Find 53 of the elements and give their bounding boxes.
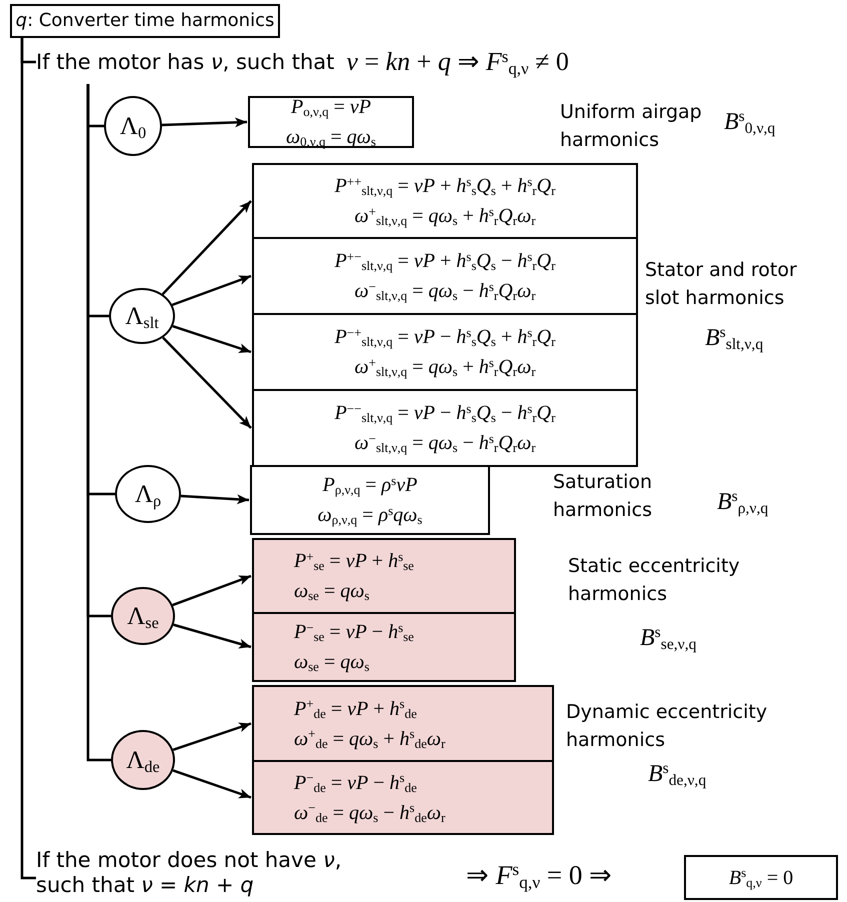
arrow — [172, 324, 252, 354]
permeance-circle — [109, 288, 175, 344]
arrow — [172, 769, 252, 799]
formula-box — [248, 96, 414, 148]
formula-box — [252, 760, 554, 835]
formula-box — [684, 855, 838, 900]
formula-text: P$^{−+}$$_{slt,ν,q}$ = νP − h$^{s}$$_{s}$Q$_{s}$ + h$^{s}$$_{r}$Q$_{r}$ — [334, 324, 556, 352]
formula-text: ω$^{−}$$_{de}$ = qω$_{s}$ − h$^{s}$$_{de}$ω$_{r}$ — [294, 799, 446, 827]
formula-text: B$^{s}$$_{q,ν}$ = 0 — [728, 864, 794, 892]
formula-box — [252, 685, 554, 762]
formula-text: ω$_{se}$ = qω$_{s}$ — [294, 650, 370, 676]
harmonic-label: Static eccentricity harmonics — [568, 554, 741, 607]
formula-text: P$^{++}$$_{slt,ν,q}$ = νP + h$^{s}$$_{s}$Q$_{s}$ + h$^{s}$$_{r}$Q$_{r}$ — [334, 172, 556, 200]
condition-text: If the motor does not have ν, such that ν = kn + q — [36, 848, 343, 898]
formula-box — [252, 389, 638, 467]
harmonic-label: Saturation harmonics — [553, 470, 654, 523]
formula-box — [252, 612, 516, 682]
formula-text: ω$_{ρ,ν,q}$ = ρ$^{s}$qω$_{s}$ — [318, 502, 422, 530]
formula-box — [252, 313, 638, 391]
formula-text: ω$^{+}$$_{slt,ν,q}$ = qω$_{s}$ + h$^{s}$$_{r}$Q$_{r}$ω$_{r}$ — [354, 354, 536, 382]
arrow — [162, 117, 248, 128]
arrow — [172, 722, 252, 751]
permeance-symbol: Λ$_{se}$ — [127, 604, 159, 628]
formula-text: ω$^{−}$$_{slt,ν,q}$ = qω$_{s}$ − h$^{s}$$_{r}$Q$_{r}$ω$_{r}$ — [354, 430, 536, 458]
title-text: q: Converter time harmonics — [16, 12, 274, 30]
permeance-symbol: Λ$_{de}$ — [126, 748, 160, 772]
formula-text: ω$^{+}$$_{de}$ = qω$_{s}$ + h$^{s}$$_{de}$ω$_{r}$ — [294, 725, 446, 753]
formula-text: ω$^{−}$$_{slt,ν,q}$ = qω$_{s}$ − h$^{s}$$_{r}$Q$_{r}$ω$_{r}$ — [354, 278, 536, 306]
formula-text: P$^{+−}$$_{slt,ν,q}$ = νP + h$^{s}$$_{s}$Q$_{s}$ − h$^{s}$$_{r}$Q$_{r}$ — [334, 248, 556, 276]
formula-text: P$^{−−}$$_{slt,ν,q}$ = νP − h$^{s}$$_{s}$Q$_{s}$ − h$^{s}$$_{r}$Q$_{r}$ — [334, 400, 556, 428]
formula-box — [252, 237, 638, 315]
arrow — [172, 274, 252, 306]
harmonic-label: Dynamic eccentricity harmonics — [566, 700, 768, 753]
formula-text: P$_{ρ,ν,q}$ = ρ$^{s}$νP — [322, 472, 418, 500]
permeance-symbol: Λ$_{slt}$ — [125, 304, 159, 328]
tree-line — [20, 38, 36, 880]
formula-box — [250, 465, 490, 535]
title-box — [10, 4, 280, 38]
arrow — [173, 624, 252, 648]
formula-text: ω$_{se}$ = qω$_{s}$ — [294, 579, 370, 606]
harmonic-label: Uniform airgap harmonics — [560, 100, 703, 153]
formula-text: P$_{o,ν,q}$ = νP — [291, 95, 371, 122]
formula-box — [252, 538, 516, 614]
harmonic-label: Stator and rotor slot harmonics — [645, 258, 798, 311]
formula-box — [252, 163, 638, 239]
permeance-symbol: Λ$_{0}$ — [120, 114, 146, 138]
arrow — [172, 574, 252, 606]
arrow — [180, 494, 250, 504]
tree-line — [86, 84, 111, 762]
formula-text: ω$^{+}$$_{slt,ν,q}$ = qω$_{s}$ + h$^{s}$$_{r}$Q$_{r}$ω$_{r}$ — [354, 202, 536, 230]
arrow — [162, 200, 252, 296]
arrow — [162, 336, 252, 429]
condition-text: If the motor has ν, such that — [36, 52, 334, 72]
